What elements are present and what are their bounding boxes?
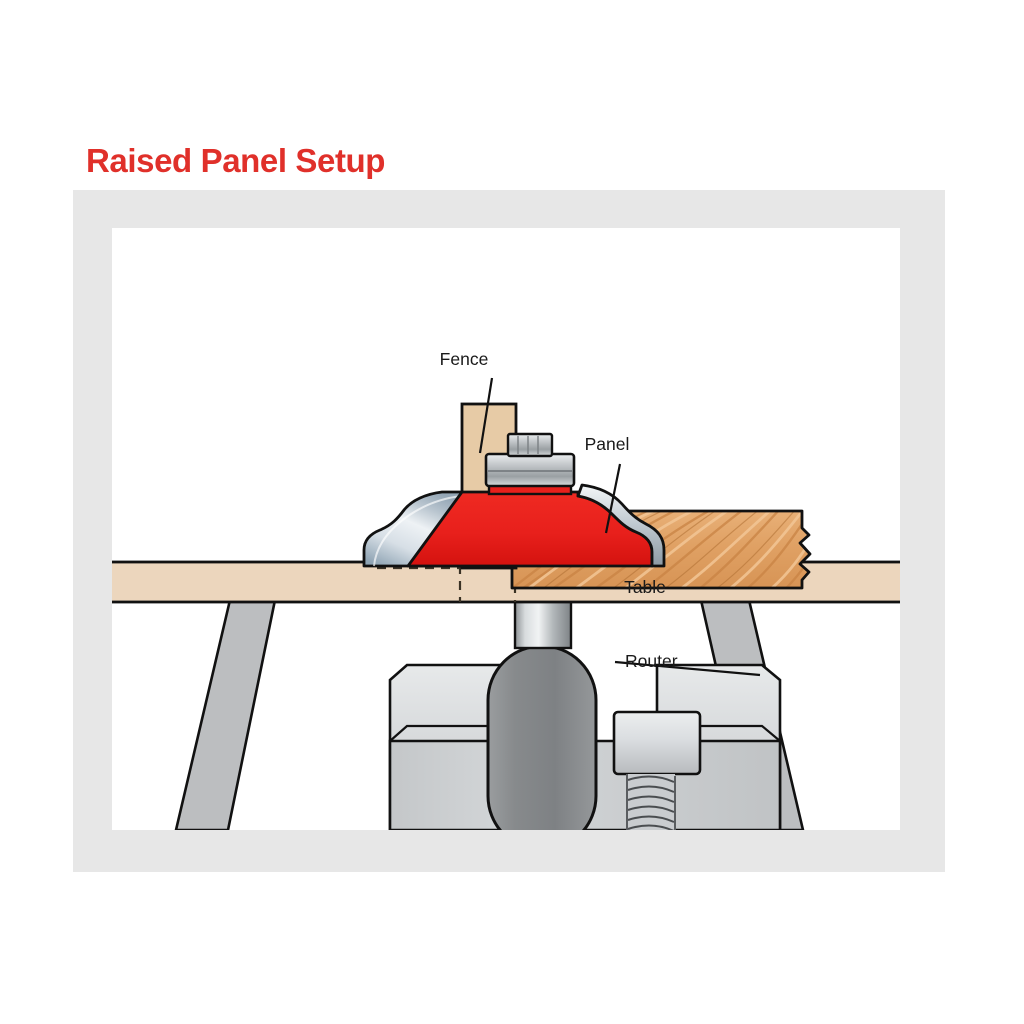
table-leg-left [174, 598, 277, 830]
router-collet [513, 598, 573, 650]
router-depth-screw [626, 774, 676, 830]
router-depth-knob [612, 710, 702, 776]
router-leader-line [614, 660, 761, 677]
router-body-left-seam [389, 724, 512, 742]
bit-nut-ridges [517, 436, 539, 454]
fence-leader-line [478, 377, 494, 454]
bit-bearing-nut [506, 432, 554, 458]
panel-leader-line [604, 463, 622, 534]
diagram-annotations: Fence Panel Table Router [440, 349, 761, 677]
bit-edge-right [576, 483, 666, 568]
router-assembly [388, 598, 782, 830]
router-motor-housing [486, 644, 598, 830]
label-router: Router [625, 651, 678, 671]
label-panel: Panel [585, 434, 630, 454]
panel-outline [510, 509, 812, 590]
router-bit [362, 432, 666, 568]
label-table: Table [624, 577, 666, 597]
page-title: Raised Panel Setup [86, 142, 386, 179]
bit-wing-left-highlight [373, 495, 463, 567]
bit-bearing [484, 452, 576, 488]
figure-canvas: Fence Panel Table Router [112, 228, 900, 830]
label-fence: Fence [440, 349, 489, 369]
